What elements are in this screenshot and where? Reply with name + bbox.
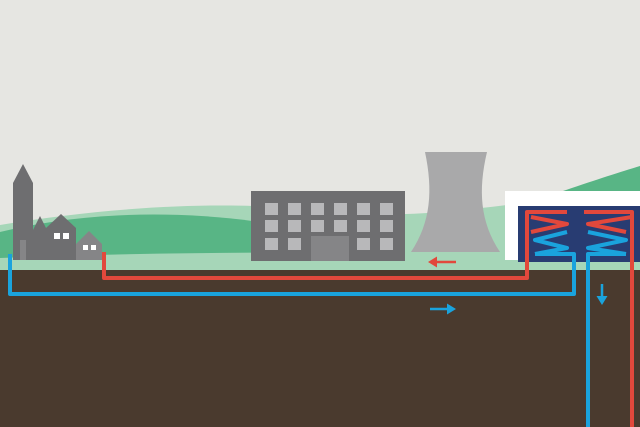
cooling-tower	[411, 152, 500, 252]
office-window	[265, 238, 278, 250]
office-window	[288, 203, 301, 215]
office-window	[380, 238, 393, 250]
office-window	[311, 220, 324, 232]
house-light	[76, 231, 102, 260]
office-building	[251, 191, 405, 261]
office-window	[334, 203, 347, 215]
office-window	[380, 220, 393, 232]
office-window	[357, 238, 370, 250]
office-window	[380, 203, 393, 215]
house-dark-left	[32, 216, 48, 260]
hot-flow-arrow	[428, 256, 456, 268]
cold-injection-well	[586, 252, 626, 427]
office-window	[334, 220, 347, 232]
heat-exchanger-hot-coil-left	[530, 215, 569, 234]
heat-exchanger-hot-coil-right	[586, 215, 633, 234]
hot-return-pipe-to-town	[102, 210, 567, 280]
office-window	[265, 220, 278, 232]
office-window	[357, 203, 370, 215]
office-window	[265, 203, 278, 215]
office-window	[311, 203, 324, 215]
ground	[0, 270, 640, 427]
office-window	[357, 220, 370, 232]
injection-flow-arrow	[596, 284, 608, 305]
hill-foreground	[0, 252, 640, 272]
cold-supply-pipe-to-plant	[8, 252, 576, 296]
office-window	[288, 238, 301, 250]
hot-production-well	[584, 210, 634, 427]
church	[13, 164, 33, 260]
office-window	[288, 220, 301, 232]
heat-exchanger-cold-coil-right	[586, 230, 628, 256]
cold-flow-arrow	[430, 303, 456, 315]
house-dark-right	[46, 214, 76, 260]
heat-exchanger-cold-coil-left	[533, 230, 569, 256]
office-windows	[265, 203, 393, 250]
